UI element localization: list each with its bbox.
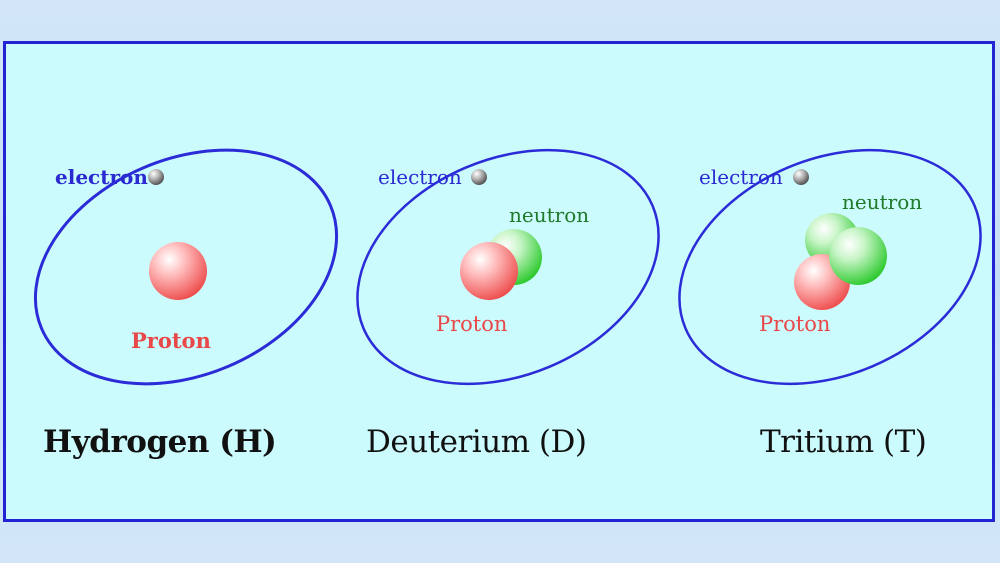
tritium-orbit (678, 148, 982, 386)
deuterium-proton-label: Proton (436, 312, 507, 336)
hydrogen-atom: electron Proton (33, 148, 339, 386)
hydrogen-proton-label: Proton (131, 328, 211, 353)
deuterium-orbit (356, 148, 660, 386)
deuterium-neutron-label: neutron (509, 203, 589, 227)
deuterium-atom: electron neutron Proton (356, 148, 660, 386)
hydrogen-electron-icon (148, 169, 164, 185)
tritium-atom: electron neutron Proton (678, 148, 982, 386)
deuterium-proton-icon (460, 242, 518, 300)
deuterium-caption: Deuterium (D) (366, 424, 587, 460)
tritium-caption: Tritium (T) (760, 424, 927, 460)
tritium-neutron-label: neutron (842, 190, 922, 214)
isotope-diagram: electron Proton electron neutron Proton … (33, 148, 982, 386)
hydrogen-orbit (33, 148, 339, 386)
tritium-electron-icon (793, 169, 809, 185)
tritium-electron-label: electron (699, 165, 783, 189)
tritium-neutron-icon (829, 227, 887, 285)
tritium-proton-label: Proton (759, 312, 830, 336)
hydrogen-electron-label: electron (55, 165, 148, 189)
deuterium-electron-label: electron (378, 165, 462, 189)
deuterium-electron-icon (471, 169, 487, 185)
hydrogen-caption: Hydrogen (H) (43, 424, 277, 460)
hydrogen-proton-icon (149, 242, 207, 300)
isotope-diagram-panel: electron Proton electron neutron Proton … (3, 41, 995, 522)
